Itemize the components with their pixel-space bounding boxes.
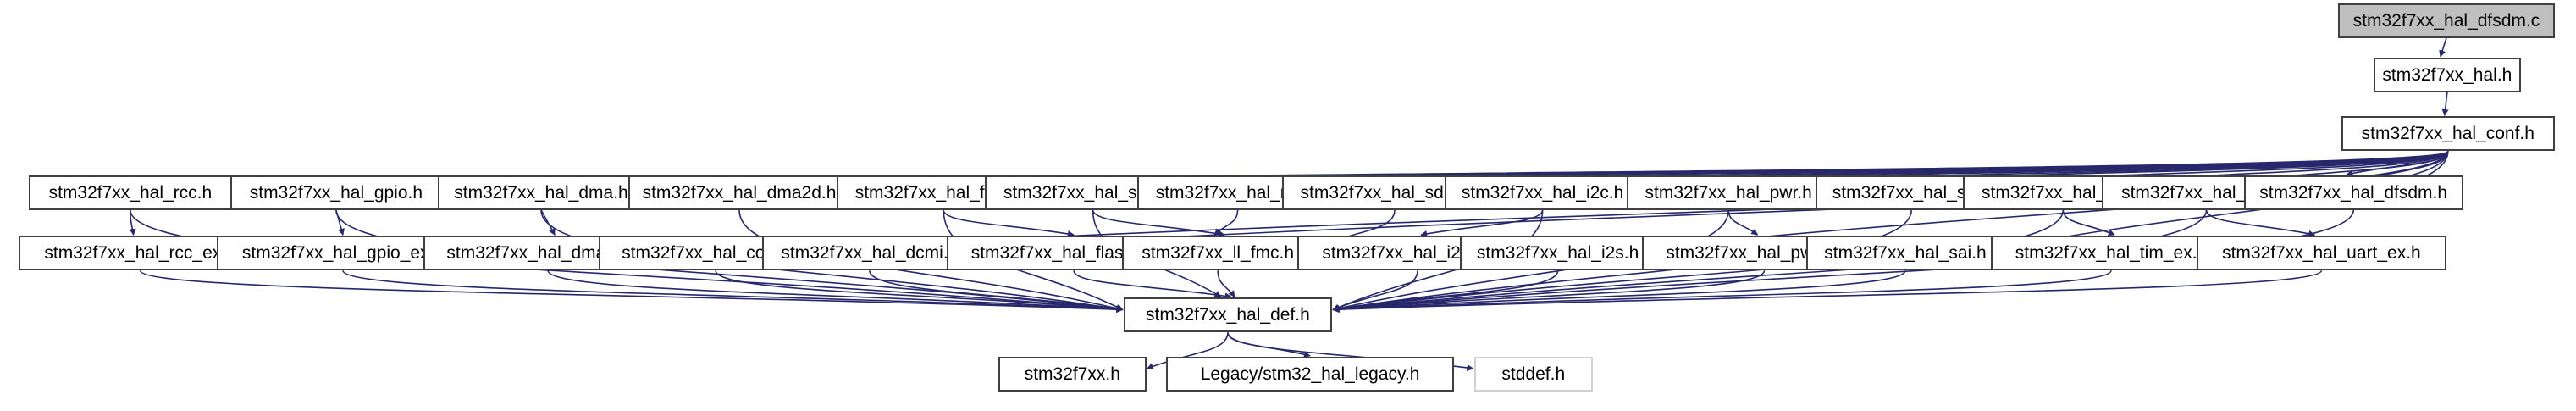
edge-sai-to-hal_def (1332, 269, 1906, 313)
graph-node-ll_fmc[interactable]: stm32f7xx_ll_fmc.h (1121, 236, 1314, 271)
edge-i2c-to-i2c_ex (1420, 209, 1544, 237)
edge-ll_fmc-to-hal_def (1217, 270, 1235, 298)
edge-flash_ex-to-hal_def (1073, 269, 1232, 300)
graph-node-uart_ex[interactable]: stm32f7xx_hal_uart_ex.h (2196, 236, 2446, 271)
edge-pwr_ex-to-hal_def (1332, 269, 1766, 313)
graph-node-pwr[interactable]: stm32f7xx_hal_pwr.h (1626, 175, 1831, 210)
graph-node-rcc[interactable]: stm32f7xx_hal_rcc.h (29, 175, 232, 210)
graph-node-hal_h[interactable]: stm32f7xx_hal.h (2373, 57, 2522, 92)
edge-nor-to-ll_fmc (1213, 209, 1239, 236)
edge-conf_h-to-dfsdm_h (2346, 151, 2449, 177)
edge-sram-to-ll_fmc (1092, 209, 1225, 237)
graph-node-stm32f7xx[interactable]: stm32f7xx.h (998, 356, 1147, 392)
graph-node-stddef[interactable]: stddef.h (1473, 356, 1593, 392)
graph-node-legacy[interactable]: Legacy/stm32_hal_legacy.h (1166, 356, 1455, 392)
edge-gpio_ex-to-hal_def (342, 269, 1124, 314)
graph-node-i2c[interactable]: stm32f7xx_hal_i2c.h (1445, 175, 1640, 210)
graph-node-dcmi[interactable]: stm32f7xx_hal_dcmi.h (762, 236, 977, 271)
edge-dcmi-to-hal_def (869, 270, 1124, 313)
edge-i2s-to-hal_def (1332, 270, 1559, 313)
graph-node-conf_h[interactable]: stm32f7xx_hal_conf.h (2341, 116, 2555, 152)
edge-uart-to-uart_ex (2205, 209, 2316, 237)
edge-cortex-to-hal_def (715, 269, 1124, 313)
edge-dfsdm_c-to-hal_h (2439, 37, 2447, 58)
edge-flash-to-flash_ex (943, 209, 1075, 237)
graph-node-sai[interactable]: stm32f7xx_hal_sai.h (1806, 236, 2004, 271)
graph-node-hal_def[interactable]: stm32f7xx_hal_def.h (1123, 297, 1333, 333)
edge-rcc-to-rcc_ex (129, 209, 136, 236)
edge-hal_def-to-legacy (1227, 332, 1311, 358)
edge-pwr-to-pwr_ex (1727, 209, 1759, 236)
edge-i2c_ex-to-hal_def (1332, 270, 1418, 311)
edge-dma-to-dma_ex (540, 209, 556, 236)
graph-node-gpio[interactable]: stm32f7xx_hal_gpio.h (229, 175, 442, 210)
graph-node-dma2d[interactable]: stm32f7xx_hal_dma2d.h (627, 175, 851, 210)
graph-node-tim_ex[interactable]: stm32f7xx_hal_tim_ex.h (1990, 236, 2232, 271)
graph-node-dfsdm_c[interactable]: stm32f7xx_hal_dfsdm.c (2338, 3, 2555, 38)
graph-node-dma[interactable]: stm32f7xx_hal_dma.h (437, 175, 645, 210)
edge-tim_ex-to-hal_def (1332, 269, 2112, 314)
graph-node-dfsdm_h[interactable]: stm32f7xx_hal_dfsdm.h (2243, 175, 2463, 210)
graph-node-i2s[interactable]: stm32f7xx_hal_i2s.h (1460, 236, 1656, 271)
edge-hal_h-to-conf_h (2441, 92, 2449, 117)
edge-gpio-to-gpio_ex (335, 209, 345, 236)
edge-uart_ex-to-hal_def (1332, 269, 2323, 314)
edge-rcc_ex-to-hal_def (139, 269, 1124, 314)
edge-tim-to-tim_ex (2062, 209, 2115, 236)
edge-dma_ex-to-hal_def (547, 269, 1124, 313)
